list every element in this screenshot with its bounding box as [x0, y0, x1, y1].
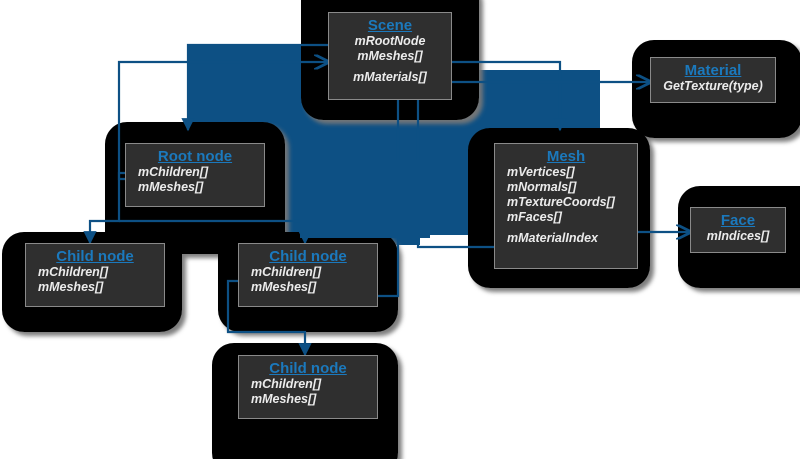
node-child-node-2-title: Child node — [269, 248, 347, 265]
edge-scene-mesh — [426, 60, 567, 132]
node-mesh-field-mtexturecoords: mTextureCoords[] — [507, 195, 615, 209]
node-root-node-title: Root node — [157, 148, 233, 165]
node-scene-field-mrootnode: mRootNode — [354, 34, 426, 48]
node-child-node-1[interactable]: Child node mChildren[] mMeshes[] — [25, 243, 165, 307]
node-face[interactable]: Face mIndices[] — [690, 207, 786, 253]
node-root-node-field-mchildren: mChildren[] — [138, 165, 209, 179]
node-mesh-title: Mesh — [546, 148, 586, 165]
node-scene-title: Scene — [367, 17, 413, 34]
node-face-field-mindices: mIndices[] — [706, 229, 770, 243]
node-child-node-3-field-mchildren: mChildren[] — [251, 377, 322, 391]
node-root-node-field-mmeshes: mMeshes[] — [138, 180, 204, 194]
node-mesh-field-mfaces: mFaces[] — [507, 210, 562, 224]
node-child-node-3[interactable]: Child node mChildren[] mMeshes[] — [238, 355, 378, 419]
edge-scene-rootnode — [181, 43, 336, 132]
node-mesh-field-mmaterialindex: mMaterialIndex — [507, 231, 599, 245]
node-root-node[interactable]: Root node mChildren[] mMeshes[] — [125, 143, 265, 207]
node-mesh-field-mvertices: mVertices[] — [507, 165, 575, 179]
node-scene-field-mmeshes: mMeshes[] — [357, 49, 423, 63]
node-child-node-2-field-mchildren: mChildren[] — [251, 265, 322, 279]
node-mesh-field-mnormals: mNormals[] — [507, 180, 577, 194]
node-child-node-3-field-mmeshes: mMeshes[] — [251, 392, 317, 406]
node-face-title: Face — [720, 212, 756, 229]
node-material-field-gettexture: GetTexture(type) — [663, 79, 763, 93]
node-child-node-1-title: Child node — [56, 248, 134, 265]
node-material-title: Material — [684, 62, 742, 79]
node-scene[interactable]: Scene mRootNode mMeshes[] mMaterials[] — [328, 12, 452, 100]
node-child-node-1-field-mchildren: mChildren[] — [38, 265, 109, 279]
node-child-node-2-field-mmeshes: mMeshes[] — [251, 280, 317, 294]
node-child-node-3-title: Child node — [269, 360, 347, 377]
node-material[interactable]: Material GetTexture(type) — [650, 57, 776, 103]
node-mesh[interactable]: Mesh mVertices[] mNormals[] mTextureCoor… — [494, 143, 638, 269]
node-child-node-1-field-mmeshes: mMeshes[] — [38, 280, 104, 294]
node-scene-field-mmaterials: mMaterials[] — [353, 70, 427, 84]
node-child-node-2[interactable]: Child node mChildren[] mMeshes[] — [238, 243, 378, 307]
